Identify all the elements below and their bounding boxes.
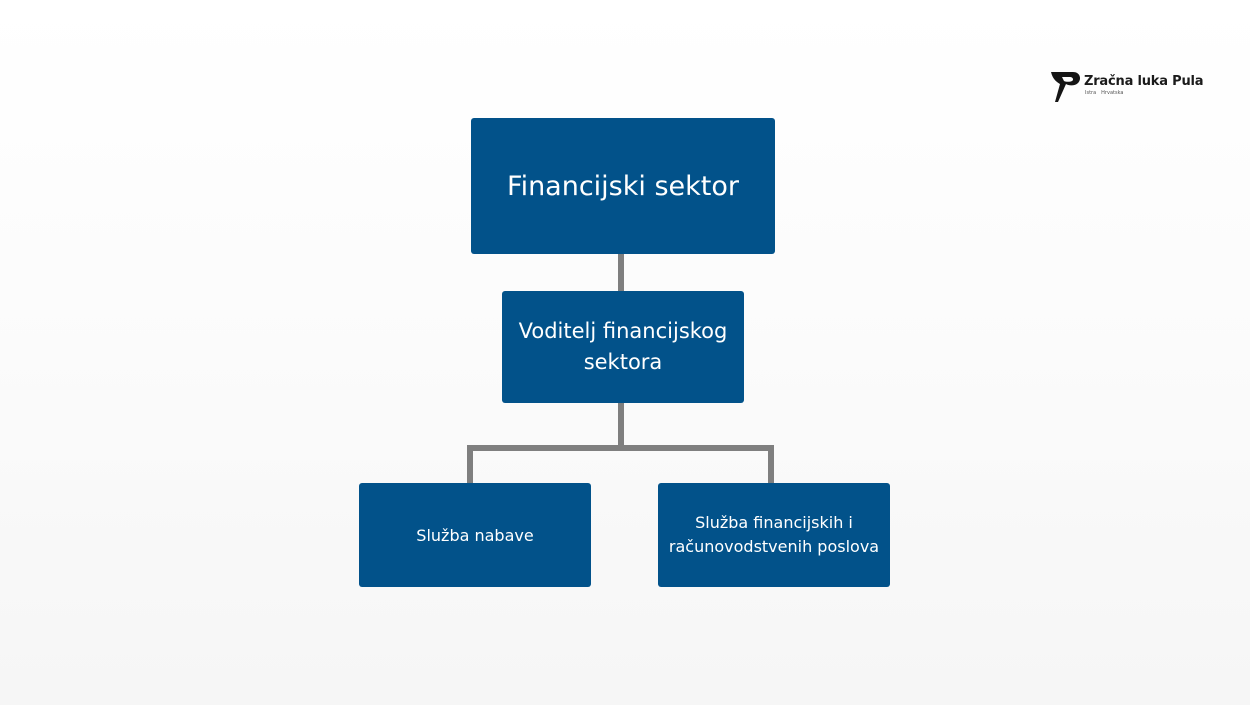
org-node-sector-manager: Voditelj financijskog sektora	[502, 291, 744, 403]
org-node-financial-sector: Financijski sektor	[471, 118, 775, 254]
org-node-finance-accounting-service: Služba financijskih i računovodstvenih p…	[658, 483, 890, 587]
airport-region: Istra	[1085, 90, 1097, 96]
airport-country: Hrvatska	[1101, 90, 1124, 96]
org-node-procurement-service: Služba nabave	[359, 483, 591, 587]
org-node-procurement-service-label: Služba nabave	[416, 525, 534, 545]
org-node-financial-sector-label: Financijski sektor	[507, 170, 739, 202]
org-node-sector-manager-label: Voditelj financijskog sektora	[518, 319, 728, 374]
airport-logo: Zračna luka Pula Istra Hrvatska	[1048, 70, 1204, 106]
airport-logo-mark	[1051, 72, 1081, 102]
airport-name: Zračna luka Pula	[1084, 74, 1204, 89]
org-node-finance-accounting-service-label: Služba financijskih i računovodstvenih p…	[668, 513, 880, 556]
airport-location: Istra Hrvatska	[1085, 90, 1123, 96]
